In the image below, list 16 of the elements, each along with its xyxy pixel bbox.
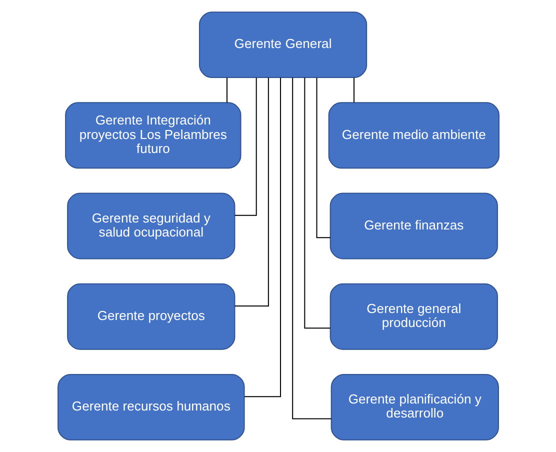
node-box: Gerente medio ambiente: [328, 102, 499, 169]
node-box: Gerente General: [198, 12, 367, 78]
node-box: Gerente planificación y desarrollo: [330, 374, 498, 440]
connector: [304, 78, 330, 329]
connector: [244, 78, 281, 398]
node-box: Gerente seguridad y salud ocupacional: [66, 192, 235, 260]
connector: [234, 78, 268, 307]
connector: [292, 78, 331, 420]
node-box: Gerente finanzas: [329, 192, 498, 260]
connector: [234, 78, 256, 216]
node-box: Gerente general producción: [329, 283, 498, 350]
node-box: Gerente Integración proyectos Los Pelambres futuro: [64, 102, 241, 169]
connector: [226, 78, 227, 103]
node-box: Gerente proyectos: [66, 283, 235, 350]
node-box: Gerente recursos humanos: [57, 374, 244, 440]
connector: [353, 78, 354, 103]
